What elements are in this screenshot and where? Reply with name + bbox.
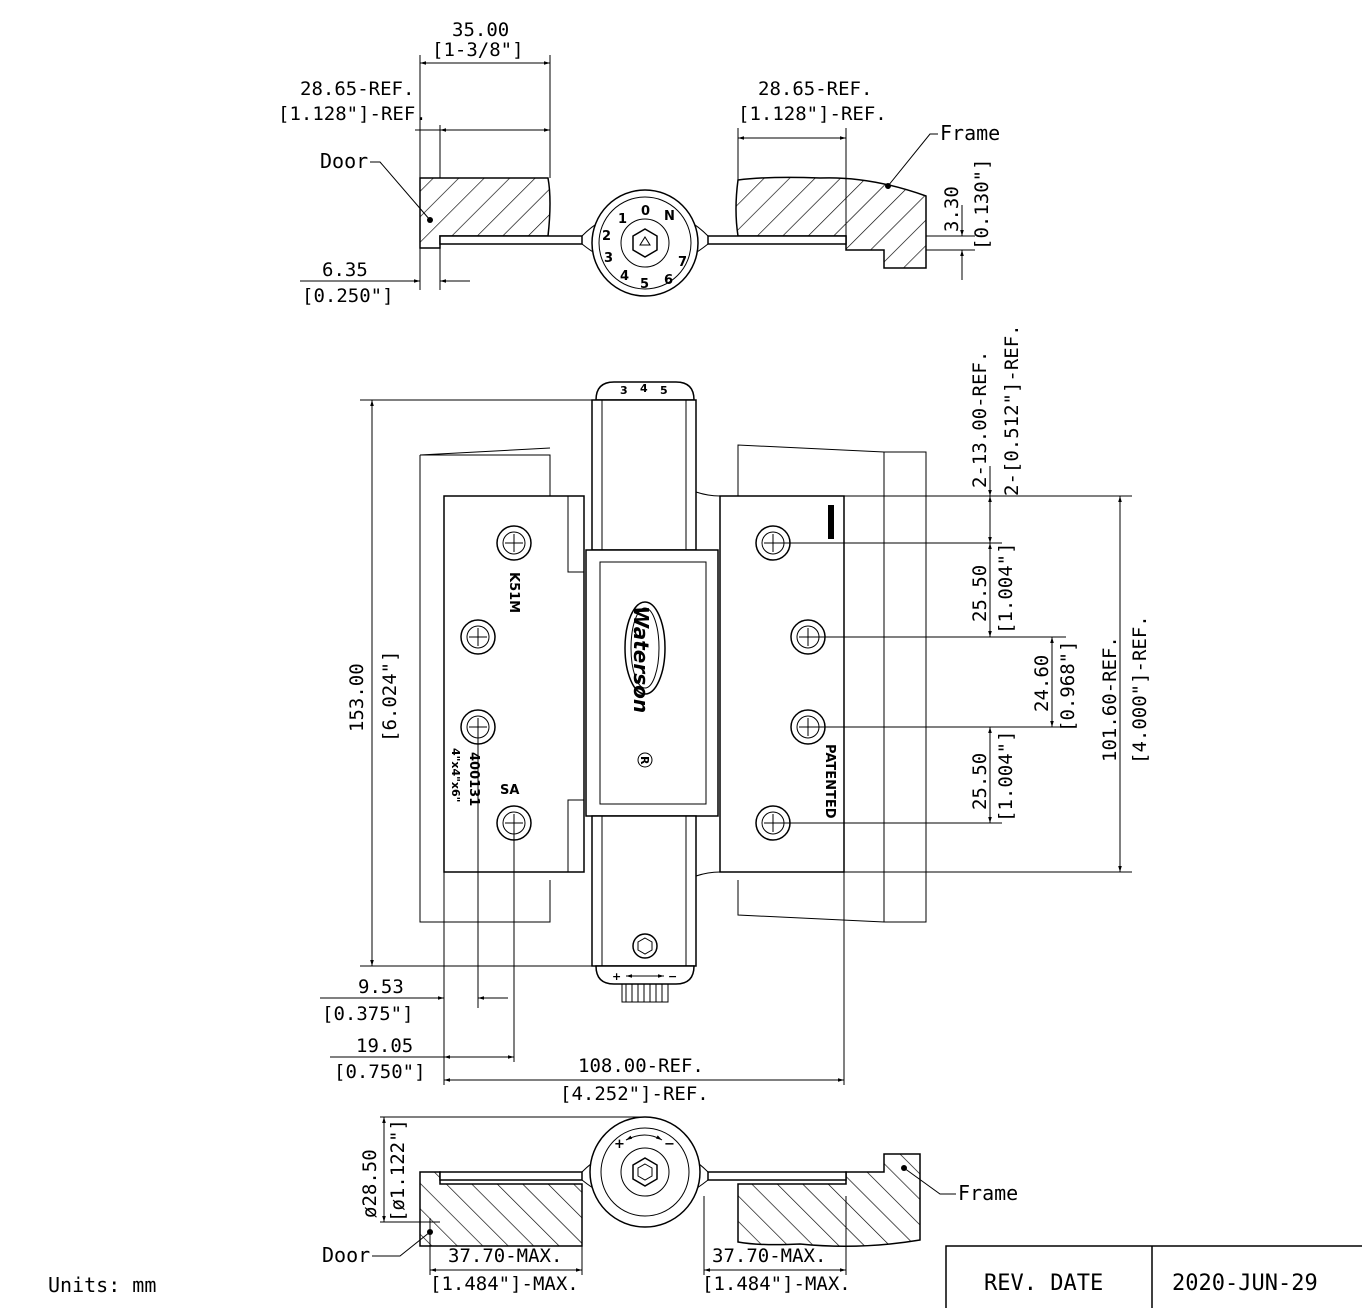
knuckle-upper (591, 399, 697, 551)
frame-label-bottom: Frame (958, 1181, 1018, 1205)
svg-text:3: 3 (620, 384, 628, 397)
screw-hole-left-1 (496, 525, 532, 561)
svg-text:−: − (668, 970, 677, 983)
dim-1016-in: [4.000"]-REF. (1129, 615, 1151, 764)
door-outline (419, 454, 551, 923)
knuckle-bottom-cap (595, 965, 695, 985)
title-block: REV. DATE 2020-JUN-29 (945, 1245, 1362, 1308)
hex-socket-bottom-icon (632, 1157, 658, 1187)
dim-dia-in: [ø1.122"] (387, 1119, 409, 1222)
frame-label: Frame (940, 121, 1000, 145)
door-label: Door (320, 149, 368, 173)
hex-socket-icon (632, 228, 658, 258)
dim-255-b-in: [1.004"] (995, 730, 1017, 822)
patented-mark: PATENTED (822, 744, 837, 819)
ref-right-in: [1.128"]-REF. (738, 103, 887, 125)
dim-2x13: 2-13.00-REF. (969, 351, 991, 488)
ref-right: 28.65-REF. (758, 78, 872, 100)
frame-outline (737, 444, 927, 923)
bottom-knuckle (589, 1116, 701, 1228)
bottom-view: + − ø28.50 [ø1.122"] Door Frame 37.70-MA… (322, 1116, 1018, 1295)
dial-num-4: 4 (620, 269, 629, 284)
dim-246: 24.60 (1031, 655, 1053, 712)
dial-knuckle (591, 189, 699, 297)
dial-num-5: 5 (640, 277, 649, 292)
leaf-serial-mark (828, 505, 834, 539)
frame-section-bottom (737, 1153, 921, 1247)
dial-num-1: 1 (618, 212, 627, 227)
max-right: 37.70-MAX. (712, 1245, 826, 1267)
dim-35: 35.00 (452, 19, 509, 41)
leaf-left-top (439, 235, 583, 245)
dim-35-in: [1-3/8"] (432, 39, 524, 61)
svg-text:5: 5 (660, 384, 668, 397)
top-view: 0 1 2 3 4 5 6 7 N 35.00 [1-3/8"] 28.65-R… (278, 19, 1000, 307)
ref-left: 28.65-REF. (300, 78, 414, 100)
registered-mark: R (638, 756, 651, 765)
svg-text:+: + (614, 1137, 625, 1152)
max-right-in: [1.484"]-MAX. (702, 1273, 851, 1295)
brand-badge (624, 601, 666, 695)
dim-330: 3.30 (941, 186, 963, 232)
dim-108: 108.00-REF. (578, 1055, 704, 1077)
dial-num-n: N (664, 209, 675, 224)
svg-text:4: 4 (640, 382, 648, 395)
dim-953: 9.53 (358, 976, 404, 998)
dial-num-2: 2 (602, 229, 611, 244)
svg-text:−: − (664, 1137, 675, 1152)
dim-255-a-in: [1.004"] (995, 542, 1017, 634)
knuckle-top-cap (595, 381, 695, 401)
leaf-right-top (707, 235, 847, 245)
dim-953-in: [0.375"] (322, 1003, 414, 1025)
frame-section (735, 176, 927, 269)
dial-num-7: 7 (678, 255, 687, 270)
max-left-in: [1.484"]-MAX. (430, 1273, 579, 1295)
leaf-mark-sa: SA (500, 783, 519, 798)
dim-246-in: [0.968"] (1057, 640, 1079, 732)
rev-date-value: 2020-JUN-29 (1172, 1271, 1318, 1296)
leaf-mark-size: 4"x4"x6" (449, 748, 462, 802)
dim-153: 153.00 (346, 663, 368, 732)
front-view: 3 4 5 + − Waterson R K5 (320, 324, 1151, 1105)
svg-text:+: + (612, 970, 621, 983)
units-label: Units: mm (48, 1273, 156, 1297)
dim-1016: 101.60-REF. (1099, 636, 1121, 762)
door-label-bottom: Door (322, 1243, 370, 1267)
dim-1905-in: [0.750"] (334, 1061, 426, 1083)
dim-1905: 19.05 (356, 1035, 413, 1057)
dim-635: 6.35 (322, 259, 368, 281)
ref-left-in: [1.128"]-REF. (278, 103, 427, 125)
dial-num-0: 0 (641, 204, 650, 219)
brand-text: Waterson (629, 606, 653, 713)
adjust-thread (621, 983, 669, 1003)
dim-2x13-in: 2-[0.512"]-REF. (1001, 324, 1023, 496)
leaf-mark-model: K51M (506, 572, 521, 613)
dim-108-in: [4.252"]-REF. (560, 1083, 709, 1105)
dim-153-in: [6.024"] (379, 650, 401, 742)
door-section-bottom (419, 1171, 583, 1247)
leaf-mark-part: 400131 (466, 752, 481, 806)
dial-num-3: 3 (604, 251, 613, 266)
max-left: 37.70-MAX. (448, 1245, 562, 1267)
dim-330-in: [0.130"] (971, 158, 993, 250)
dim-635-in: [0.250"] (302, 285, 394, 307)
screw-hole-left-2 (460, 619, 496, 655)
dim-dia: ø28.50 (359, 1149, 381, 1218)
dim-255-a: 25.50 (969, 565, 991, 622)
dial-num-6: 6 (664, 273, 673, 288)
dim-255-b: 25.50 (969, 753, 991, 810)
rev-date-label: REV. DATE (984, 1271, 1103, 1296)
set-screw-icon (632, 933, 658, 959)
